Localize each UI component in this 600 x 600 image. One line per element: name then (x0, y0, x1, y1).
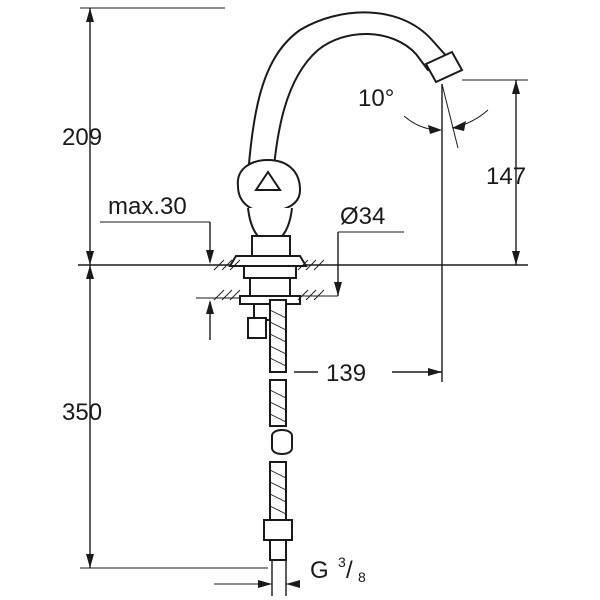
vertical-dimension-left (80, 7, 100, 569)
deck-thickness-callout: max.30 (100, 193, 250, 340)
svg-text:8: 8 (358, 569, 366, 585)
dimension-147: 147 (486, 163, 526, 190)
supply-hose (263, 299, 293, 561)
diameter-callout: Ø34 (300, 203, 404, 297)
svg-text:/: / (346, 557, 353, 584)
thread-callout: G 3 / 8 (214, 554, 366, 596)
dimension-350: 350 (62, 399, 102, 426)
dimension-139: 139 (326, 360, 366, 387)
svg-text:3: 3 (338, 554, 346, 570)
svg-text:G: G (310, 557, 329, 584)
faucet-handle (236, 158, 302, 246)
faucet-spout (244, 11, 464, 202)
outlet-height-dimension: 147 (462, 79, 528, 265)
dimension-209: 209 (62, 124, 102, 151)
angle-callout: 10° (358, 83, 489, 149)
faucet-body (228, 235, 308, 339)
svg-text:max.30: max.30 (108, 193, 187, 220)
deck-hatching (213, 259, 325, 301)
spout-reach-dimension: 139 (294, 84, 443, 387)
svg-text:Ø34: Ø34 (340, 203, 385, 230)
svg-text:10°: 10° (358, 85, 394, 112)
